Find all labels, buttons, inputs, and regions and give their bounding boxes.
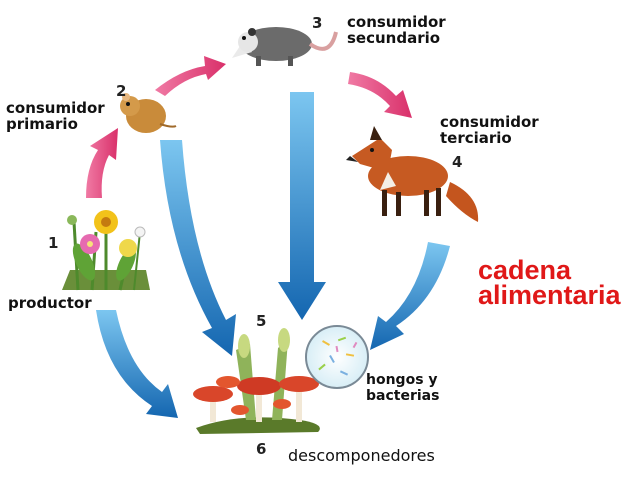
consumidor-terciario-label: consumidor terciario: [440, 114, 539, 146]
hongos-bacterias-label: hongos y bacterias: [366, 372, 439, 404]
productor-label: productor: [8, 294, 92, 312]
descomponedores-label: descomponedores: [288, 446, 435, 465]
hongos-bacterias-dish-image: [305, 325, 369, 389]
consumidor-secundario-line2: secundario: [347, 29, 441, 47]
arrow-secundario-to-descomponedores: [278, 92, 326, 320]
hongos-line2: bacterias: [366, 388, 440, 404]
descomponedores-number-bottom: 6: [256, 440, 267, 458]
descomponedores-mushrooms-image: [193, 328, 320, 434]
consumidor-secundario-animal-image: [232, 27, 338, 66]
arrow-primario-to-secundario: [155, 56, 226, 96]
productor-flowers-image: [62, 210, 150, 291]
consumidor-terciario-line1: consumidor: [440, 113, 539, 131]
arrow-terciario-to-hongos: [370, 242, 450, 350]
productor-number: 1: [48, 234, 59, 252]
hongos-line1: hongos y: [366, 372, 438, 388]
consumidor-primario-label: consumidor primario: [6, 100, 105, 132]
title-line2: alimentaria: [478, 280, 621, 310]
descomponedores-number-top: 5: [256, 312, 267, 330]
consumidor-primario-number: 2: [116, 82, 127, 100]
arrow-secundario-to-terciario: [348, 72, 412, 118]
consumidor-secundario-line1: consumidor: [347, 13, 446, 31]
consumidor-terciario-number: 4: [452, 153, 463, 171]
consumidor-terciario-line2: terciario: [440, 129, 512, 147]
consumidor-primario-animal-image: [120, 93, 177, 133]
arrow-primario-to-descomponedores: [160, 140, 236, 356]
diagram-title: cadena alimentaria: [478, 255, 621, 310]
consumidor-secundario-number: 3: [312, 14, 323, 32]
arrow-productor-to-descomponedores: [96, 310, 178, 418]
consumidor-primario-line2: primario: [6, 115, 78, 133]
arrow-productor-to-primario: [86, 128, 118, 198]
consumidor-secundario-label: consumidor secundario: [347, 14, 446, 46]
title-line1: cadena: [478, 255, 572, 285]
consumidor-terciario-fox-image: [346, 126, 479, 222]
consumidor-primario-line1: consumidor: [6, 99, 105, 117]
